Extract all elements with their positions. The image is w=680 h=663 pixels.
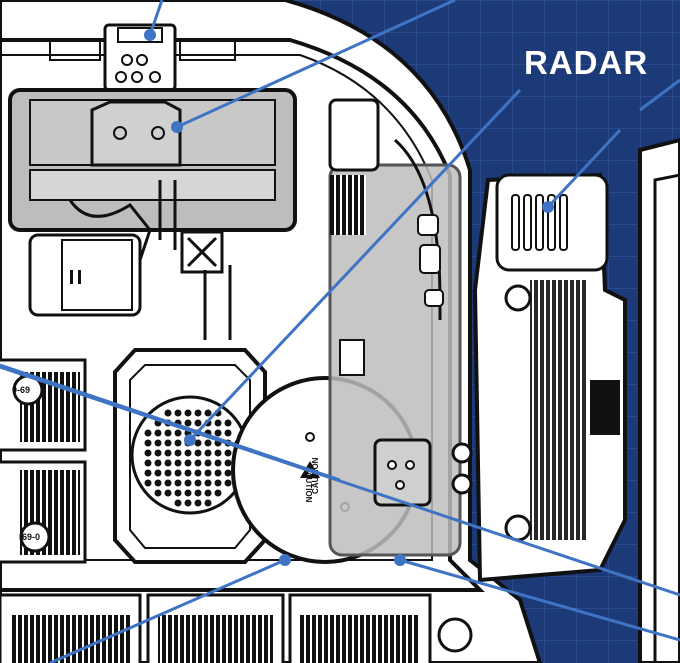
vent-hole — [204, 479, 212, 487]
vent-hole — [154, 479, 162, 487]
vent-hole — [204, 409, 212, 417]
pod-fin — [559, 194, 568, 251]
upper-housing — [8, 88, 297, 232]
vent-hole — [224, 419, 232, 427]
vent-hole — [164, 429, 172, 437]
vent-hole — [154, 459, 162, 467]
radar-label: RADAR — [524, 44, 649, 81]
vent-hole — [184, 409, 192, 417]
pod-fin — [535, 194, 544, 251]
pod-fin — [523, 194, 532, 251]
vent-hole — [164, 489, 172, 497]
vent-hole — [174, 459, 182, 467]
vent-hole — [204, 489, 212, 497]
top-bracket — [49, 23, 236, 92]
vent-hole — [154, 449, 162, 457]
vent-hole — [174, 429, 182, 437]
vent-hole — [174, 449, 182, 457]
vent-hole — [194, 459, 202, 467]
vent-hole — [214, 479, 222, 487]
vent-hole — [144, 449, 152, 457]
vent-hole — [224, 469, 232, 477]
vent-hole — [214, 429, 222, 437]
central-vent — [113, 348, 267, 564]
vent-hole — [204, 469, 212, 477]
vent-hole — [144, 429, 152, 437]
vent-hole — [144, 439, 152, 447]
grey-column — [328, 98, 462, 557]
vent-hole — [154, 439, 162, 447]
vent-hole — [204, 459, 212, 467]
vent-hole — [204, 499, 212, 507]
vent-hole — [144, 479, 152, 487]
vent-hole — [184, 459, 192, 467]
vent-hole — [184, 499, 192, 507]
callout-dot-icon — [144, 29, 554, 566]
radar-pod — [472, 172, 627, 583]
vent-hole — [194, 439, 202, 447]
vent-hole — [174, 469, 182, 477]
vent-hole — [174, 409, 182, 417]
vent-hole — [164, 469, 172, 477]
vent-hole — [214, 449, 222, 457]
vent-hole — [194, 489, 202, 497]
vent-hole — [224, 479, 232, 487]
vent-hole — [194, 469, 202, 477]
vent-hole — [184, 489, 192, 497]
vent-hole — [184, 479, 192, 487]
vent-hole — [224, 459, 232, 467]
vent-hole — [194, 419, 202, 427]
vent-hole — [174, 439, 182, 447]
vent-hole — [184, 419, 192, 427]
vent-hole — [214, 469, 222, 477]
vent-hole — [194, 449, 202, 457]
vent-hole — [174, 499, 182, 507]
right-panel — [638, 137, 680, 663]
slot-strip — [394, 138, 473, 495]
badge-label: 69-0 — [22, 532, 40, 542]
vent-hole — [214, 459, 222, 467]
vent-hole — [204, 449, 212, 457]
vent-hole — [164, 479, 172, 487]
vent-hole — [154, 429, 162, 437]
vent-hole — [194, 499, 202, 507]
vent-hole — [184, 469, 192, 477]
vent-hole — [174, 489, 182, 497]
vent-hole — [204, 439, 212, 447]
vent-hole — [144, 469, 152, 477]
vent-hole — [164, 409, 172, 417]
vent-hole — [224, 429, 232, 437]
bottom-heatsinks — [0, 593, 473, 663]
vent-hole — [164, 449, 172, 457]
vent-hole — [224, 449, 232, 457]
vent-hole — [164, 459, 172, 467]
vent-hole — [174, 479, 182, 487]
pod-fin — [511, 194, 520, 251]
vent-hole — [154, 489, 162, 497]
badge-label: 0-69 — [12, 385, 30, 395]
left-mechanism — [28, 180, 232, 340]
vent-hole — [214, 419, 222, 427]
vent-hole — [184, 449, 192, 457]
vent-hole — [194, 409, 202, 417]
vent-hole — [154, 469, 162, 477]
caution-label-top: CAUTION — [304, 466, 313, 503]
vent-hole — [214, 489, 222, 497]
caution-label-bottom: CAUTION — [311, 457, 320, 494]
left-heatsinks — [0, 358, 87, 564]
vent-hole — [164, 439, 172, 447]
vent-hole — [194, 479, 202, 487]
vent-hole — [144, 459, 152, 467]
